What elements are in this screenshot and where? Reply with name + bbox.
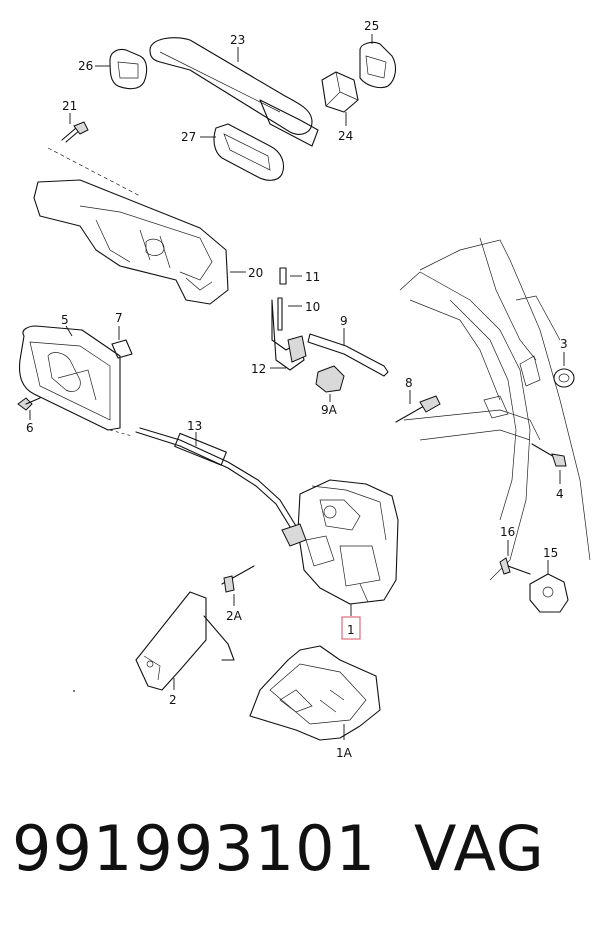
- part-20-handle-bracket: [33, 179, 229, 305]
- label-8: 8: [405, 376, 413, 390]
- part-9-rod: [307, 333, 389, 377]
- label-6: 6: [26, 421, 34, 435]
- label-2A: 2A: [226, 609, 243, 623]
- part-7-clip: [111, 339, 133, 359]
- part-8-switch: [395, 395, 441, 423]
- label-9A: 9A: [321, 403, 338, 417]
- label-24: 24: [338, 129, 353, 143]
- part-10-rod: [277, 297, 283, 331]
- label-15: 15: [543, 546, 558, 560]
- label-5: 5: [61, 313, 69, 327]
- label-27: 27: [181, 130, 196, 144]
- part-11-pin: [279, 267, 287, 285]
- part-25-cap: [359, 41, 397, 89]
- label-11: 11: [305, 270, 320, 284]
- part-12-lever: [271, 299, 307, 371]
- part-16-screw: [499, 557, 531, 575]
- part-13-cable: [135, 427, 297, 531]
- label-10: 10: [305, 300, 320, 314]
- part-9A-clip: [315, 365, 345, 393]
- part-2A-rivet: [221, 565, 255, 593]
- label-1: 1: [347, 623, 355, 637]
- label-4: 4: [556, 487, 564, 501]
- label-21: 21: [62, 99, 77, 113]
- label-13: 13: [187, 419, 202, 433]
- label-26: 26: [78, 59, 93, 73]
- part-1-door-lock: [281, 479, 399, 605]
- label-16: 16: [500, 525, 515, 539]
- part-6-screw: [17, 397, 41, 411]
- part-4-bolt: [531, 443, 567, 467]
- part-24-cap: [321, 71, 359, 113]
- label-23: 23: [230, 33, 245, 47]
- label-20: 20: [248, 266, 263, 280]
- part-number: 991993101: [12, 812, 377, 885]
- label-25: 25: [364, 19, 379, 33]
- part-23-outer-handle: [149, 37, 319, 147]
- label-9: 9: [340, 314, 348, 328]
- part-26-gasket: [109, 48, 148, 90]
- exploded-parts-diagram: 23 26 25 24 27 21 20: [17, 19, 591, 760]
- part-1A-cover: [249, 645, 381, 741]
- label-12: 12: [251, 362, 266, 376]
- part-5-inner-handle: [18, 325, 121, 431]
- brand-name: VAG: [414, 812, 545, 885]
- label-1A: 1A: [336, 746, 353, 760]
- label-2: 2: [169, 693, 177, 707]
- part-27-gasket: [213, 123, 285, 181]
- part-15-striker: [529, 573, 569, 613]
- highlight-box-1: [341, 616, 361, 640]
- part-2-bracket: [135, 591, 235, 691]
- door-body-outline: [399, 237, 591, 581]
- label-7: 7: [115, 311, 123, 325]
- part-21-bolt: [61, 121, 89, 143]
- label-3: 3: [560, 337, 568, 351]
- part-3-grommet: [553, 368, 575, 388]
- leader-5: [65, 325, 73, 337]
